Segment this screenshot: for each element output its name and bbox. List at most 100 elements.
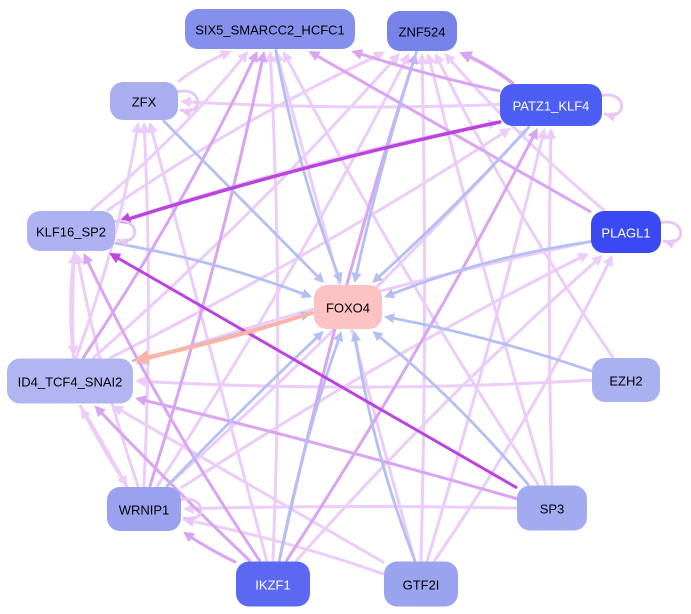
- arrowhead-icon: [131, 122, 142, 134]
- node-PATZ1_KLF4[interactable]: PATZ1_KLF4: [500, 84, 602, 126]
- edge-ID4_TCF4_SNAI2-PATZ1_KLF4: [109, 128, 511, 359]
- edge-IKZF1-WRNIP1: [183, 531, 237, 564]
- edge-line: [355, 51, 501, 93]
- arrowhead-icon: [118, 238, 129, 248]
- arrowhead-icon: [350, 331, 361, 342]
- node-FOXO4[interactable]: FOXO4: [314, 285, 382, 329]
- node-SP3[interactable]: SP3: [517, 485, 587, 531]
- edge-line: [425, 132, 545, 562]
- arrowhead-icon: [313, 331, 324, 342]
- edge-line: [139, 398, 518, 500]
- edge-line: [278, 334, 342, 562]
- edge-line: [388, 316, 593, 373]
- edge-EZH2-FOXO4: [384, 313, 593, 373]
- node-IKZF1[interactable]: IKZF1: [236, 561, 310, 607]
- node-shape[interactable]: [7, 358, 133, 404]
- arrowhead-icon: [527, 128, 538, 141]
- node-shape[interactable]: [592, 358, 660, 402]
- node-shape[interactable]: [500, 84, 602, 126]
- edge-GTF2I-ID4_TCF4_SNAI2: [112, 405, 385, 564]
- arrowhead-icon: [237, 51, 249, 63]
- edge-line: [122, 120, 502, 222]
- node-SIX5_SMARCC2_HCFC1[interactable]: SIX5_SMARCC2_HCFC1: [185, 9, 355, 49]
- self-loop-ZFX: [174, 89, 200, 118]
- edge-line: [284, 54, 540, 486]
- edge-line: [139, 310, 315, 361]
- arrowhead-icon: [605, 112, 616, 122]
- node-shape[interactable]: [107, 487, 181, 531]
- edge-line: [427, 57, 548, 486]
- arrowhead-icon: [384, 288, 396, 299]
- node-ID4_TCF4_SNAI2[interactable]: ID4_TCF4_SNAI2: [7, 358, 133, 404]
- edge-line: [353, 335, 417, 562]
- edge-ID4_TCF4_SNAI2-SIX5_SMARCC2_HCFC1: [81, 51, 258, 359]
- edge-line: [387, 240, 592, 297]
- edge-line: [142, 126, 150, 488]
- edge-line: [433, 258, 612, 562]
- edge-ID4_TCF4_SNAI2-KLF16_SP2: [67, 253, 79, 359]
- node-ZNF524[interactable]: ZNF524: [387, 11, 457, 51]
- arrowhead-icon: [183, 531, 195, 543]
- node-PLAGL1[interactable]: PLAGL1: [591, 211, 661, 253]
- arrowhead-icon: [372, 272, 383, 283]
- edge-KLF16_SP2-SIX5_SMARCC2_HCFC1: [90, 51, 249, 212]
- self-loop-WRNIP1: [177, 497, 203, 526]
- arrowhead-icon: [603, 255, 613, 268]
- arrowhead-icon: [135, 395, 147, 406]
- node-shape[interactable]: [236, 561, 310, 607]
- edge-EZH2-ZNF524: [434, 53, 615, 359]
- edge-IKZF1-PATZ1_KLF4: [285, 128, 538, 562]
- arrowhead-icon: [434, 53, 445, 66]
- arrowhead-icon: [184, 516, 195, 526]
- edge-IKZF1-FOXO4: [278, 331, 343, 562]
- edge-line: [375, 333, 530, 486]
- node-GTF2I[interactable]: GTF2I: [384, 561, 458, 607]
- node-shape[interactable]: [387, 11, 457, 51]
- arrowhead-icon: [576, 253, 589, 263]
- edge-line: [79, 404, 126, 483]
- edge-line: [184, 100, 501, 109]
- node-shape[interactable]: [384, 561, 458, 607]
- arrowhead-icon: [134, 350, 150, 365]
- node-WRNIP1[interactable]: WRNIP1: [107, 487, 181, 531]
- self-loops-layer: [111, 89, 683, 526]
- node-EZH2[interactable]: EZH2: [592, 358, 660, 402]
- arrowhead-icon: [180, 96, 192, 108]
- arrowhead-icon: [308, 51, 321, 61]
- node-ZFX[interactable]: ZFX: [110, 82, 178, 120]
- edge-line: [81, 54, 257, 359]
- arrowhead-icon: [147, 122, 158, 134]
- arrowhead-icon: [94, 405, 106, 417]
- arrowhead-icon: [333, 331, 343, 343]
- edge-line: [295, 257, 600, 562]
- node-shape[interactable]: [591, 211, 661, 253]
- node-shape[interactable]: [185, 9, 355, 49]
- arrowhead-icon: [117, 474, 128, 487]
- arrowhead-icon: [536, 128, 548, 140]
- node-shape[interactable]: [110, 82, 178, 120]
- node-shape[interactable]: [517, 485, 587, 531]
- arrowhead-icon: [591, 255, 603, 267]
- arrowhead-icon: [444, 53, 456, 65]
- edge-line: [354, 50, 418, 279]
- node-shape[interactable]: [314, 285, 382, 329]
- edge-line: [92, 55, 398, 359]
- arrowhead-icon: [372, 51, 385, 62]
- edge-ZFX-FOXO4: [162, 119, 325, 283]
- edge-line: [84, 256, 262, 562]
- edge-line: [69, 257, 76, 359]
- edge-SIX5_SMARCC2_HCFC1-FOXO4: [274, 48, 343, 283]
- self-loop-KLF16_SP2: [111, 219, 137, 248]
- edge-IKZF1-KLF16_SP2: [83, 253, 262, 562]
- arrowhead-icon: [283, 51, 293, 64]
- node-shape[interactable]: [27, 211, 115, 251]
- node-KLF16_SP2[interactable]: KLF16_SP2: [27, 211, 115, 251]
- edge-PLAGL1-FOXO4: [384, 240, 592, 299]
- arrowhead-icon: [256, 51, 268, 63]
- arrowhead-icon: [248, 51, 258, 64]
- arrowhead-icon: [181, 108, 192, 118]
- edge-PATZ1_KLF4-ZFX: [180, 96, 501, 109]
- edge-GTF2I-FOXO4: [350, 331, 417, 562]
- arrowhead-icon: [498, 128, 511, 139]
